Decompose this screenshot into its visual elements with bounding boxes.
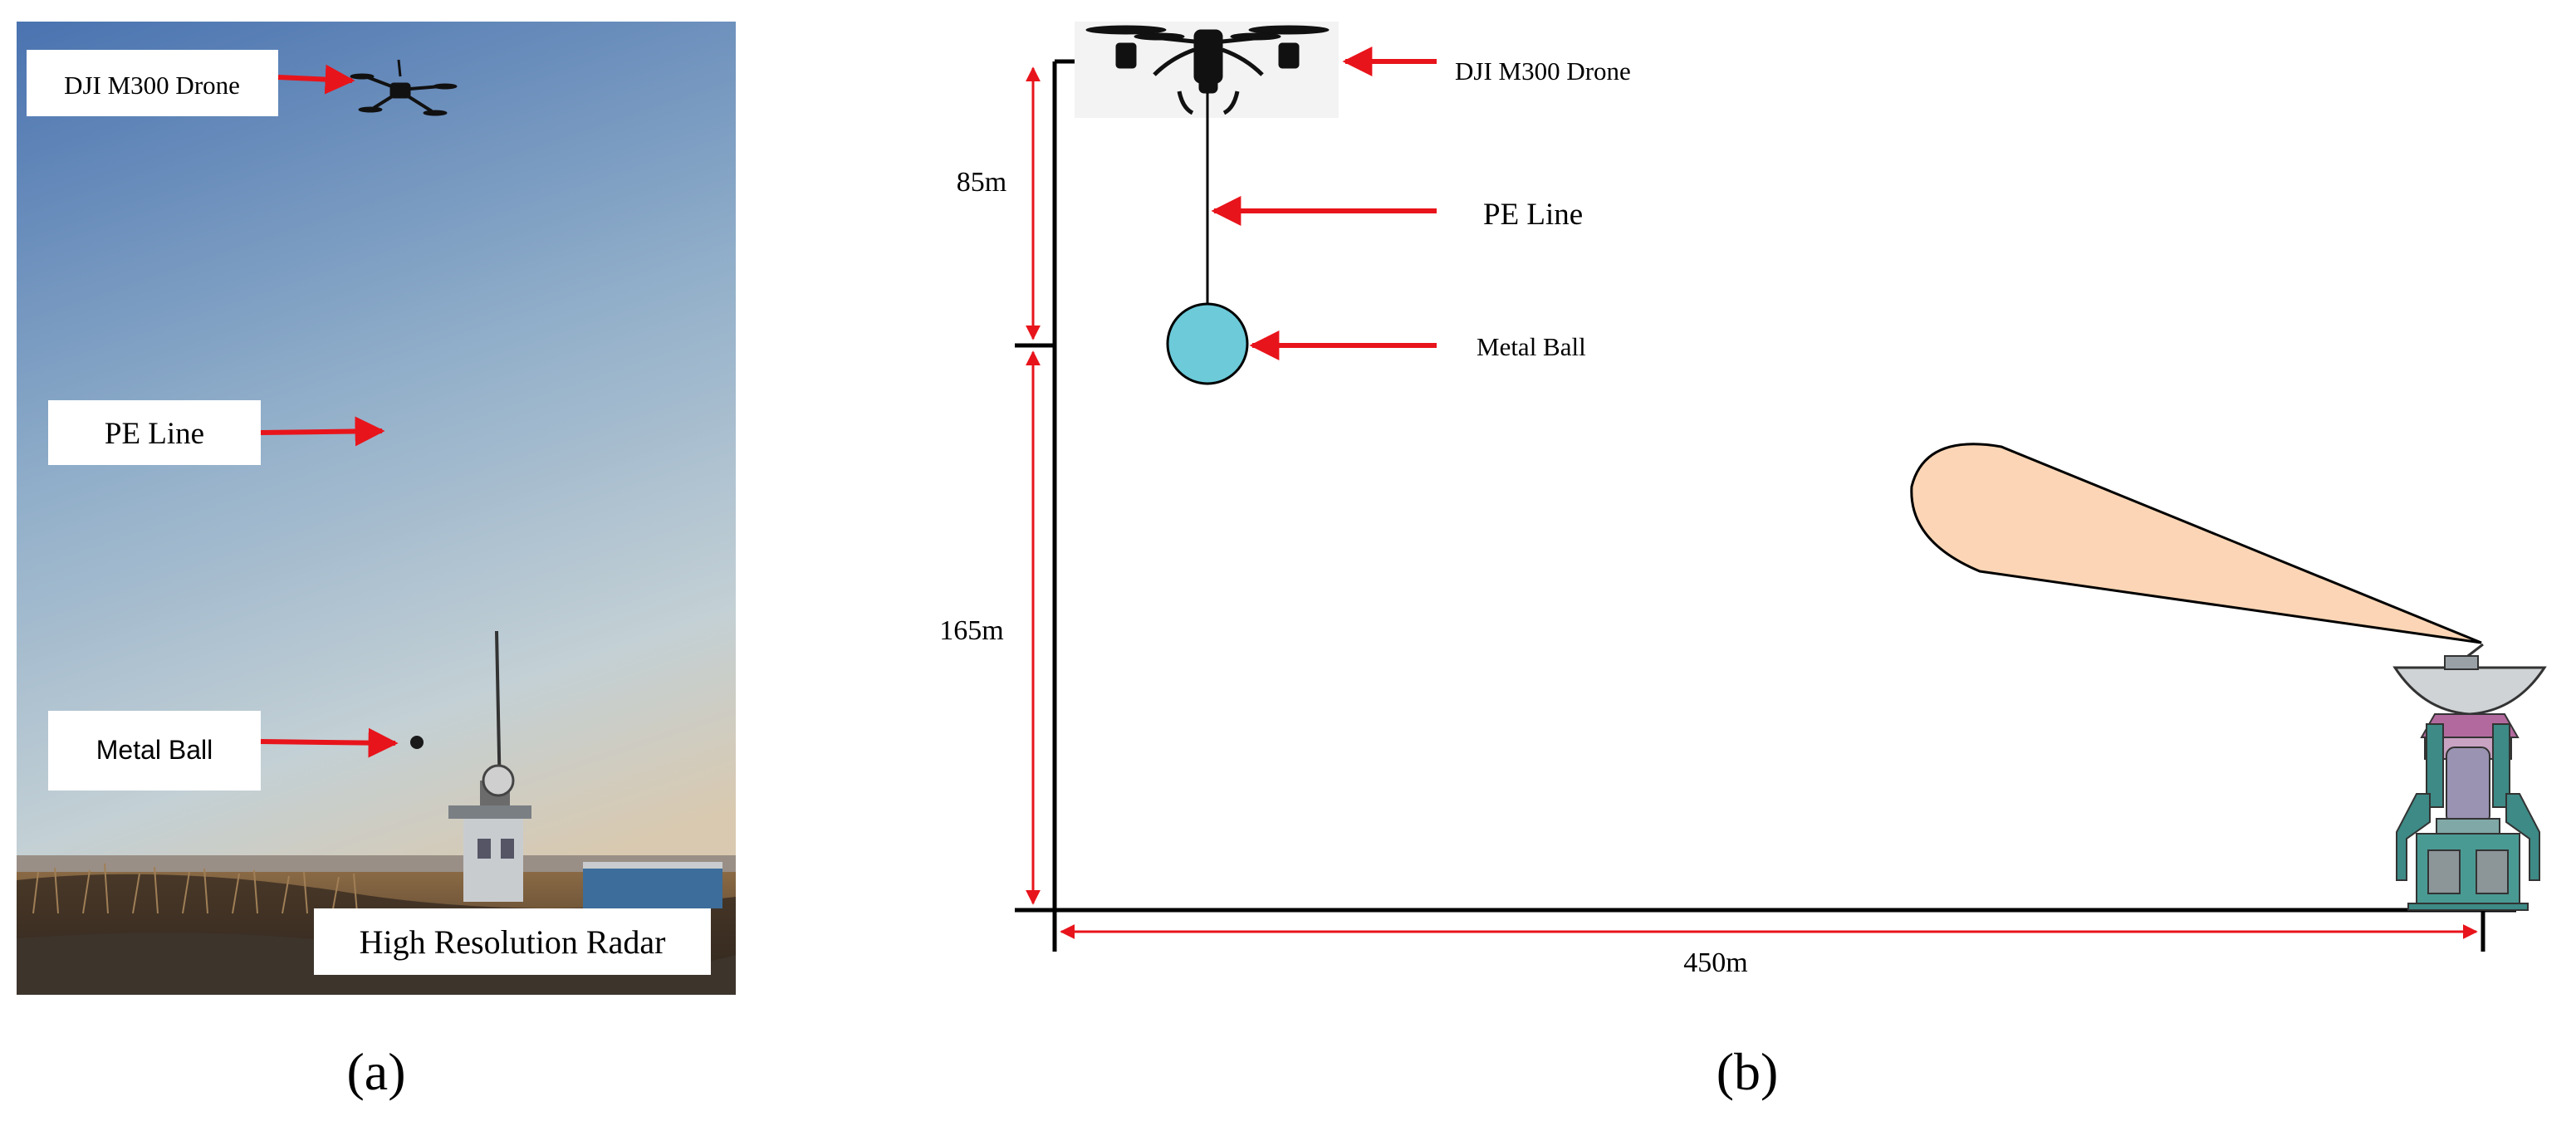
metal-ball-label-box <box>48 711 261 791</box>
caption-b: (b) <box>1717 1042 1779 1101</box>
radar-dish-b <box>2392 666 2547 716</box>
sky <box>17 22 736 995</box>
roof-deck <box>448 805 531 819</box>
panel-a-photo: DJI M300 Drone PE Line Metal Ball High R… <box>17 22 736 995</box>
window <box>501 839 514 859</box>
drone-label-b: DJI M300 Drone <box>1455 56 1631 86</box>
radar-mid-plate <box>2436 818 2500 835</box>
motor-right <box>1278 42 1300 69</box>
metal-ball-label: Metal Ball <box>96 735 213 765</box>
pe-line-arrow <box>260 416 385 447</box>
metal-ball <box>1166 302 1249 385</box>
radar-panel-left <box>2427 849 2461 894</box>
radar-drum <box>2446 747 2490 825</box>
container-roof <box>583 862 722 869</box>
radar-bracket-left <box>2396 793 2431 881</box>
feed-horn <box>2444 655 2479 670</box>
motor-left <box>1115 42 1137 69</box>
metal-ball-photo <box>410 736 424 749</box>
pe-line-label-box <box>48 400 261 465</box>
radar-label: High Resolution Radar <box>360 923 666 961</box>
radar-panel-right <box>2476 849 2509 894</box>
drone-label: DJI M300 Drone <box>64 71 240 100</box>
upper-height-label: 85m <box>957 167 1006 198</box>
radar-building <box>448 630 722 908</box>
drone-label-box <box>27 50 278 116</box>
radar-arm-left <box>2426 723 2444 808</box>
gimbal <box>1198 72 1218 94</box>
radar-arm-right <box>2492 723 2510 808</box>
radar-footing <box>2407 903 2529 911</box>
radar-beam <box>1910 443 2482 644</box>
container-cabin <box>583 862 722 908</box>
panel-b-schematic: 85m 165m 450m DJI M300 Drone PE Line Met… <box>939 22 2547 978</box>
caption-a: (a) <box>346 1042 405 1101</box>
radar-bracket-right <box>2505 793 2540 881</box>
radar-unit-schematic <box>2392 643 2547 911</box>
tower-house <box>463 819 523 902</box>
radar-dish <box>482 764 515 797</box>
metal-ball-arrow <box>260 727 399 758</box>
drone-photo <box>350 59 458 116</box>
metal-ball-label-b: Metal Ball <box>1477 332 1586 361</box>
pe-line-label: PE Line <box>105 417 204 451</box>
pe-line-label-b: PE Line <box>1483 198 1583 232</box>
drone-arrow <box>277 64 355 95</box>
reeds <box>32 863 358 914</box>
radar-label-box <box>314 908 711 975</box>
horizontal-distance-label: 450m <box>1683 947 1747 978</box>
drone-schematic <box>1085 25 1330 115</box>
window <box>477 839 491 859</box>
lower-height-label: 165m <box>939 615 1003 646</box>
